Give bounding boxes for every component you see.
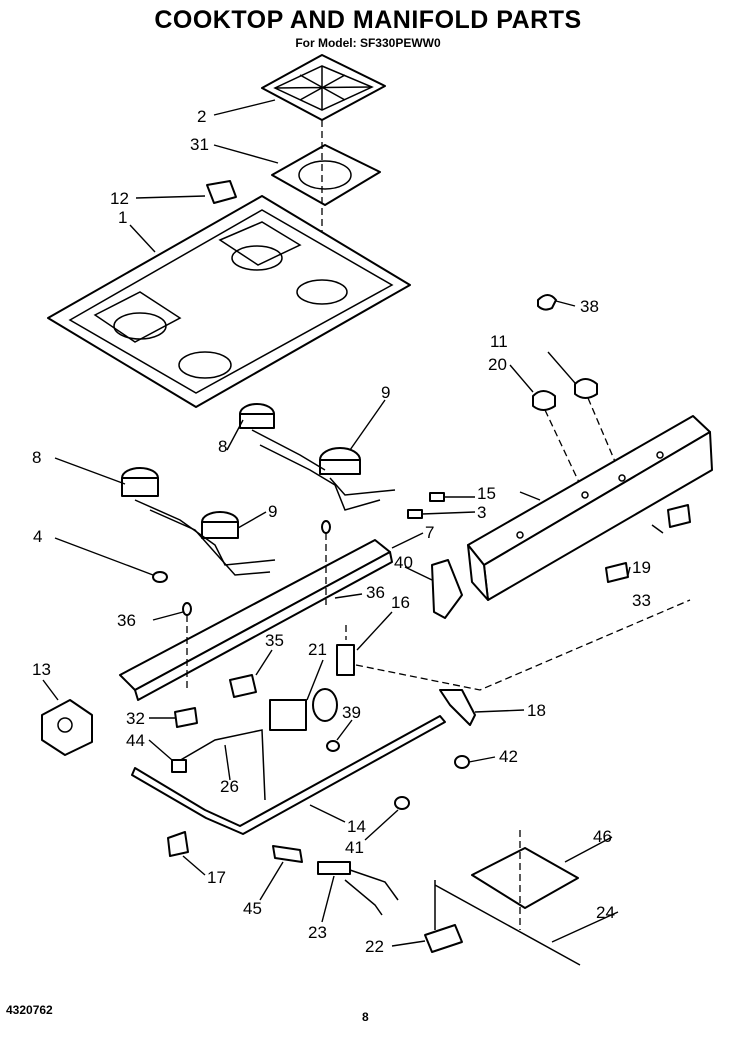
callout-42: 42 <box>499 747 518 766</box>
callout-1: 1 <box>118 208 127 227</box>
callout-9-rear: 9 <box>381 383 390 402</box>
cooktop <box>47 195 411 408</box>
insulation-sheet <box>471 847 579 909</box>
burner-grate <box>261 54 386 121</box>
callout-32: 32 <box>126 709 145 728</box>
callout-7: 7 <box>425 523 434 542</box>
manifold-bracket <box>439 689 476 726</box>
callout-8-front: 8 <box>32 448 41 467</box>
callout-33: 33 <box>632 591 651 610</box>
leader-lines <box>42 99 664 947</box>
pipe-bracket <box>167 831 189 857</box>
panel-bracket <box>431 559 463 619</box>
callout-45: 45 <box>243 899 262 918</box>
page-title: COOKTOP AND MANIFOLD PARTS <box>154 6 582 34</box>
callout-20: 20 <box>488 355 507 374</box>
nut <box>152 571 168 583</box>
callout-22: 22 <box>365 937 384 956</box>
valve-clip <box>667 504 691 528</box>
callout-16: 16 <box>391 593 410 612</box>
model-subtitle: For Model: SF330PEWW0 <box>295 36 441 50</box>
callout-14: 14 <box>347 817 366 836</box>
callout-24: 24 <box>596 903 615 922</box>
callout-3: 3 <box>477 503 486 522</box>
callout-19: 19 <box>632 558 651 577</box>
gas-tube <box>171 729 266 801</box>
callout-41: 41 <box>345 838 364 857</box>
callout-8-rear: 8 <box>218 437 227 456</box>
wire-clip <box>537 294 557 311</box>
callout-36-left: 36 <box>117 611 136 630</box>
callout-46: 46 <box>593 827 612 846</box>
callout-4: 4 <box>33 527 42 546</box>
callout-labels: 2 31 12 1 38 11 20 9 8 8 9 15 3 7 4 40 1… <box>32 107 651 956</box>
callout-21: 21 <box>308 640 327 659</box>
callout-31: 31 <box>190 135 209 154</box>
manifold-pipe <box>131 715 446 835</box>
document-number: 4320762 <box>6 1003 53 1017</box>
gas-valve <box>41 699 93 756</box>
wiring-harness <box>317 861 399 916</box>
screws <box>182 520 331 616</box>
manifold-screw <box>394 755 470 810</box>
callout-44: 44 <box>126 731 145 750</box>
callout-13: 13 <box>32 660 51 679</box>
knob-inserts <box>532 378 598 411</box>
callout-15: 15 <box>477 484 496 503</box>
callout-17: 17 <box>207 868 226 887</box>
igniter-tube <box>434 880 581 966</box>
burner-assembly-front <box>121 467 276 576</box>
burner-bowl <box>271 144 381 206</box>
callout-26: 26 <box>220 777 239 796</box>
callout-23: 23 <box>308 923 327 942</box>
valve-bracket <box>174 707 198 728</box>
spacer <box>605 562 629 583</box>
callout-39: 39 <box>342 703 361 722</box>
callout-38: 38 <box>580 297 599 316</box>
callout-9-front: 9 <box>268 502 277 521</box>
callout-35: 35 <box>265 631 284 650</box>
callout-11: 11 <box>490 332 508 351</box>
callout-12: 12 <box>110 189 129 208</box>
manifold-panel <box>467 415 713 601</box>
callout-2: 2 <box>197 107 206 126</box>
page-number: 8 <box>362 1010 369 1024</box>
terminal-block <box>229 674 257 698</box>
callout-40: 40 <box>394 553 413 572</box>
burner-assembly-rear <box>239 403 396 511</box>
cooktop-bracket <box>206 180 237 204</box>
pressure-regulator <box>269 644 355 752</box>
terminal-strip <box>272 845 303 863</box>
callout-18: 18 <box>527 701 546 720</box>
spark-module <box>424 924 463 953</box>
callout-36-right: 36 <box>366 583 385 602</box>
